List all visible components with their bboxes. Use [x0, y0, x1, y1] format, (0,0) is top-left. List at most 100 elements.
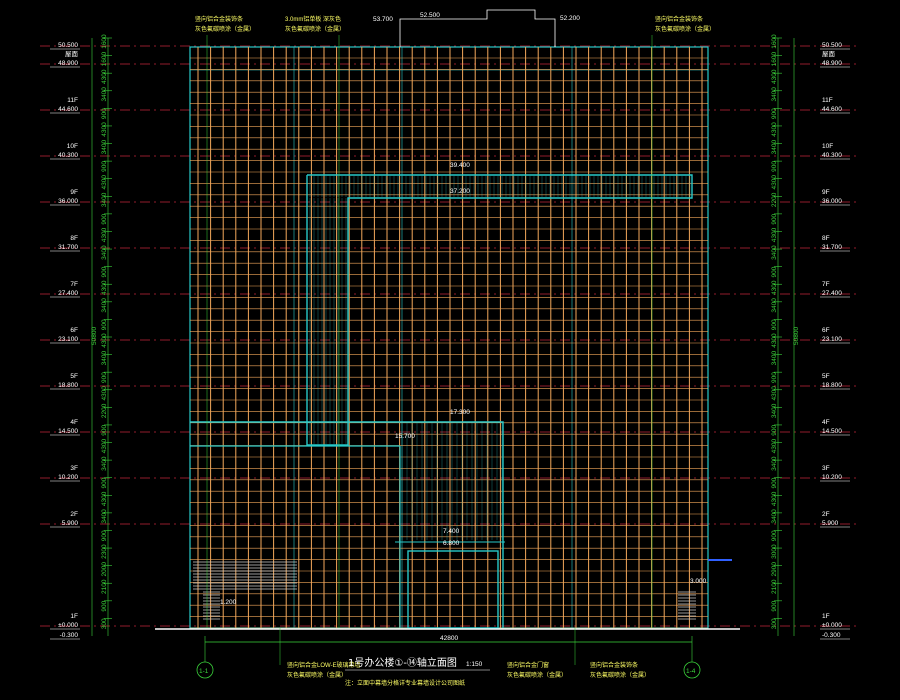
dim-value: 4300: [771, 227, 778, 242]
dim-value: 3400: [101, 456, 108, 471]
level-elev: 27.400: [822, 290, 842, 297]
podium-band: [190, 421, 504, 628]
elevation-markers: 53.700 52.500 52.200 39.400 37.200 17.30…: [220, 12, 707, 606]
dim-value: 900: [771, 372, 778, 383]
level-floor: 6F: [70, 327, 78, 334]
dim-value: 4300: [101, 122, 108, 137]
dim-value: 4300: [771, 386, 778, 401]
level-floor: 6F: [822, 327, 830, 334]
dim-value: 4300: [101, 280, 108, 295]
dim-value: 1600: [771, 52, 778, 67]
dim-value: 4300: [101, 227, 108, 242]
level-elev: 44.600: [58, 106, 78, 113]
roof-machine-room: [399, 9, 556, 47]
level-elev: 48.900: [58, 60, 78, 67]
level-elev: 40.300: [58, 152, 78, 159]
level-floor: 9F: [822, 189, 830, 196]
level-floor: 10F: [822, 143, 833, 150]
dim-value: 3400: [101, 139, 108, 154]
dim-value: 900: [771, 108, 778, 119]
transom-grid: [190, 57, 708, 629]
level-elev: -0.300: [60, 632, 79, 639]
elev-17300: 17.300: [450, 409, 470, 416]
level-floor: 11F: [822, 97, 833, 104]
bottom-dimension: 42800 1-1 1-4: [196, 635, 701, 679]
feature-band-upper: [306, 174, 693, 446]
dim-value: 900: [771, 600, 778, 611]
dim-value: 900: [101, 600, 108, 611]
axis-left-label: 1-1: [199, 668, 209, 675]
drawing-title: 1号办公楼①-⑭轴立面图 1:150 注：立面中幕墙分格详专业幕墙设计公司图纸: [345, 656, 490, 687]
dim-value: 900: [101, 213, 108, 224]
dim-value: 4300: [101, 69, 108, 84]
level-floor: 9F: [70, 189, 78, 196]
dim-value: 2300: [101, 544, 108, 559]
dim-value: 3400: [771, 87, 778, 102]
level-floor: 5F: [70, 373, 78, 380]
dim-value: 900: [101, 530, 108, 541]
dim-value: 3400: [101, 87, 108, 102]
level-elev: 36.000: [822, 198, 842, 205]
dim-value: 300: [101, 618, 108, 629]
dim-value: 2000: [101, 562, 108, 577]
level-elev: ±0.000: [822, 622, 842, 629]
dim-value: 4300: [101, 175, 108, 190]
elev-37200: 37.200: [450, 188, 470, 195]
dim-value: 300: [771, 618, 778, 629]
level-floor: 3F: [70, 465, 78, 472]
dim-value: 900: [771, 266, 778, 277]
level-elev: 31.700: [822, 244, 842, 251]
axis-bubble-right: [683, 661, 701, 679]
elev-15700: 15.700: [395, 433, 415, 440]
dim-value: 3400: [101, 509, 108, 524]
level-floor: 10F: [67, 143, 78, 150]
dim-value: 3400: [101, 298, 108, 313]
dim-value: 2200: [771, 192, 778, 207]
note-bot-1: 竖向铝合金LOW-E玻璃幕墙: [287, 661, 361, 669]
level-elev: 31.700: [58, 244, 78, 251]
level-elev: 18.800: [58, 382, 78, 389]
overall-height-left: 50800: [91, 327, 98, 345]
dim-value: 900: [771, 319, 778, 330]
note-top-1: 竖向铝合金装饰条: [195, 15, 243, 23]
feature-band-hatch: [309, 176, 691, 540]
dim-value: 900: [101, 477, 108, 488]
level-elev: -0.300: [822, 632, 841, 639]
mullion-grid: [197, 47, 703, 628]
level-elev: 10.200: [822, 474, 842, 481]
dim-value: 3400: [101, 192, 108, 207]
level-elev: 10.200: [58, 474, 78, 481]
dim-value: 900: [771, 161, 778, 172]
dim-value: 3400: [771, 456, 778, 471]
dim-value: 4300: [771, 280, 778, 295]
level-floor: 8F: [822, 235, 830, 242]
elev-52500: 52.500: [420, 12, 440, 19]
level-floor: 屋面: [65, 50, 79, 58]
level-floor: 3F: [822, 465, 830, 472]
level-floor: 2F: [70, 511, 78, 518]
level-floor: 8F: [70, 235, 78, 242]
dim-value: 900: [771, 477, 778, 488]
elev-39400: 39.400: [450, 162, 470, 169]
note-bot-3b: 灰色氟碳喷涂（金属）: [590, 671, 650, 679]
dim-value: 4300: [101, 491, 108, 506]
axis-right-label: 1-4: [686, 668, 696, 675]
note-top-1b: 灰色氟碳喷涂（金属）: [195, 25, 255, 33]
overall-width: 42800: [440, 635, 458, 642]
dim-value: 900: [101, 425, 108, 436]
dim-value: 900: [101, 319, 108, 330]
dim-value: 3400: [771, 298, 778, 313]
level-elev: 23.100: [58, 336, 78, 343]
axis-bubble-left: [196, 661, 214, 679]
dim-value: 4300: [101, 438, 108, 453]
level-floor: 1F: [822, 613, 830, 620]
level-floor: 1F: [70, 613, 78, 620]
level-elev: 27.400: [58, 290, 78, 297]
level-elev: 14.500: [822, 428, 842, 435]
elev-3000: 3.000: [690, 578, 707, 585]
dim-value: 4300: [101, 386, 108, 401]
level-elev: 50.500: [822, 42, 842, 49]
note-bot-3: 竖向铝合金装饰条: [590, 661, 638, 669]
dim-value: 900: [771, 425, 778, 436]
